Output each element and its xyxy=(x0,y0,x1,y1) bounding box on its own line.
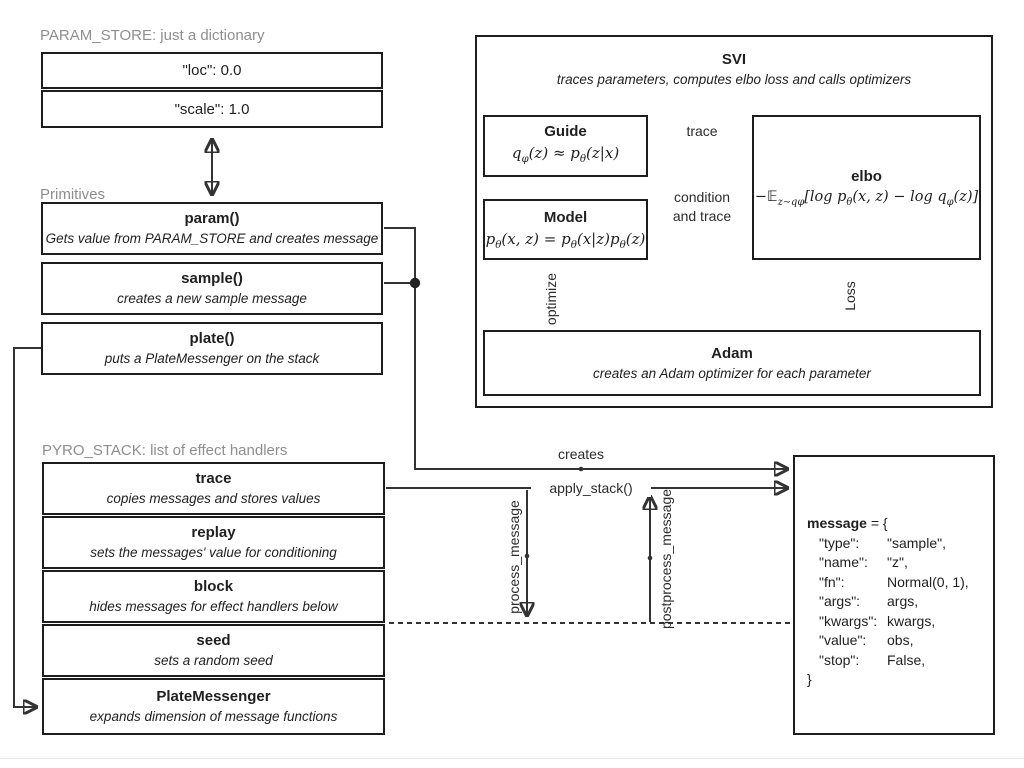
adam-box: Adam creates an Adam optimizer for each … xyxy=(483,330,981,396)
message-entry-name: "name": "z", xyxy=(795,553,993,573)
message-entry-stop: "stop": False, xyxy=(795,651,993,671)
message-entry-kwargs: "kwargs": kwargs, xyxy=(795,612,993,632)
handler-seed-box: seed sets a random seed xyxy=(42,624,385,677)
model-formula: pθ(x, z) = pθ(x|z)pθ(z) xyxy=(485,229,646,251)
primitive-param-desc: Gets value from PARAM_STORE and creates … xyxy=(45,231,379,246)
message-entry-args: "args": args, xyxy=(795,592,993,612)
elbo-title: elbo xyxy=(851,167,882,185)
message-name: message xyxy=(807,515,867,531)
primitive-sample-title: sample() xyxy=(181,270,243,287)
param-store-row-scale: "scale": 1.0 xyxy=(41,90,383,128)
primitive-plate-desc: puts a PlateMessenger on the stack xyxy=(104,351,320,366)
handler-block-desc: hides messages for effect handlers below xyxy=(89,599,338,614)
handler-replay-title: replay xyxy=(191,524,236,541)
postprocess-message-arrow-label: postprocess_message xyxy=(658,488,674,630)
primitives-label: Primitives xyxy=(40,186,106,203)
model-title: Model xyxy=(543,208,588,226)
svi-subtitle: traces parameters, computes elbo loss an… xyxy=(556,72,912,87)
handler-block-title: block xyxy=(193,578,234,595)
primitive-sample-box: sample() creates a new sample message xyxy=(41,262,383,315)
message-entry-fn: "fn": Normal(0, 1), xyxy=(795,573,993,593)
message-key-value: "value": xyxy=(819,632,867,648)
arrow-plate-to-platemessenger xyxy=(13,347,43,707)
optimize-arrow-label: optimize xyxy=(543,272,559,326)
creates-arrow-label: creates xyxy=(558,446,604,462)
handler-seed-desc: sets a random seed xyxy=(154,653,273,668)
message-value-type: "sample", xyxy=(887,534,946,551)
primitive-sample-desc: creates a new sample message xyxy=(117,291,307,306)
primitive-param-box: param() Gets value from PARAM_STORE and … xyxy=(41,202,383,255)
handler-trace-title: trace xyxy=(195,470,232,487)
primitive-plate-box: plate() puts a PlateMessenger on the sta… xyxy=(41,322,383,375)
handler-replay-box: replay sets the messages' value for cond… xyxy=(42,516,385,569)
condition-arrow-label: condition and trace xyxy=(650,188,754,226)
model-box: Model pθ(x, z) = pθ(x|z)pθ(z) xyxy=(483,199,648,260)
message-open-brace: = { xyxy=(866,515,888,531)
message-value-fn: Normal(0, 1), xyxy=(887,573,969,590)
message-value-kwargs: kwargs, xyxy=(887,612,936,629)
handler-platemessenger-title: PlateMessenger xyxy=(156,688,271,705)
adam-title: Adam xyxy=(711,344,753,362)
condition-arrow-label-line1: condition xyxy=(673,189,731,205)
guide-box: Guide qφ(z) ≈ pθ(z|x) xyxy=(483,115,648,177)
trace-arrow-label: trace xyxy=(686,123,718,139)
handler-platemessenger-desc: expands dimension of message functions xyxy=(89,709,338,724)
primitive-param-title: param() xyxy=(184,210,240,227)
pyro-stack-label: PYRO_STACK: list of effect handlers xyxy=(42,442,288,459)
adam-desc: creates an Adam optimizer for each param… xyxy=(593,365,871,381)
handler-platemessenger-box: PlateMessenger expands dimension of mess… xyxy=(42,678,385,735)
message-box: message = { "type": "sample", "name": "z… xyxy=(793,455,995,735)
message-close-brace: } xyxy=(807,671,812,687)
message-key-type: "type": xyxy=(819,534,860,551)
handler-trace-box: trace copies messages and stores values xyxy=(42,462,385,515)
mid-dot-postprocess xyxy=(647,555,653,561)
handler-seed-title: seed xyxy=(196,632,231,649)
message-value-name: "z", xyxy=(887,554,908,570)
guide-formula: qφ(z) ≈ pθ(z|x) xyxy=(511,144,620,165)
message-value-args: args, xyxy=(887,593,919,609)
message-key-name: "name": xyxy=(819,554,868,570)
loss-arrow-label: Loss xyxy=(842,281,858,311)
message-key-args: "args": xyxy=(819,593,861,609)
handler-block-box: block hides messages for effect handlers… xyxy=(42,570,385,623)
message-entry-type: "type": "sample", xyxy=(795,534,993,554)
svi-title: SVI xyxy=(721,51,747,68)
condition-arrow-label-line2: and trace xyxy=(672,208,732,224)
param-store-row-loc: "loc": 0.0 xyxy=(41,52,383,89)
primitive-plate-title: plate() xyxy=(189,330,235,347)
message-key-fn: "fn": xyxy=(819,573,845,590)
mid-dot-creates xyxy=(578,466,584,472)
apply-stack-arrow-label: apply_stack() xyxy=(531,479,651,497)
svi-header: SVI traces parameters, computes elbo los… xyxy=(477,51,991,88)
mid-dot-process xyxy=(524,553,530,559)
elbo-box: elbo −𝔼z∼qφ[log pθ(x, z) − log qφ(z)] xyxy=(752,115,981,260)
page-bottom-edge xyxy=(0,758,1024,759)
message-value-stop: False, xyxy=(887,651,926,668)
message-entry-value: "value": obs, xyxy=(795,631,993,651)
message-key-kwargs: "kwargs": xyxy=(819,612,878,629)
message-key-stop: "stop": xyxy=(819,651,860,668)
junction-dot xyxy=(409,277,421,289)
handler-replay-desc: sets the messages' value for conditionin… xyxy=(90,545,337,560)
handler-trace-desc: copies messages and stores values xyxy=(106,491,321,506)
message-header: message = { xyxy=(795,514,993,534)
param-store-label: PARAM_STORE: just a dictionary xyxy=(40,27,265,44)
elbo-formula: −𝔼z∼qφ[log pθ(x, z) − log qφ(z)] xyxy=(754,188,979,208)
guide-title: Guide xyxy=(544,123,587,140)
process-message-arrow-label: process_message xyxy=(506,500,522,614)
message-value-value: obs, xyxy=(887,632,914,648)
